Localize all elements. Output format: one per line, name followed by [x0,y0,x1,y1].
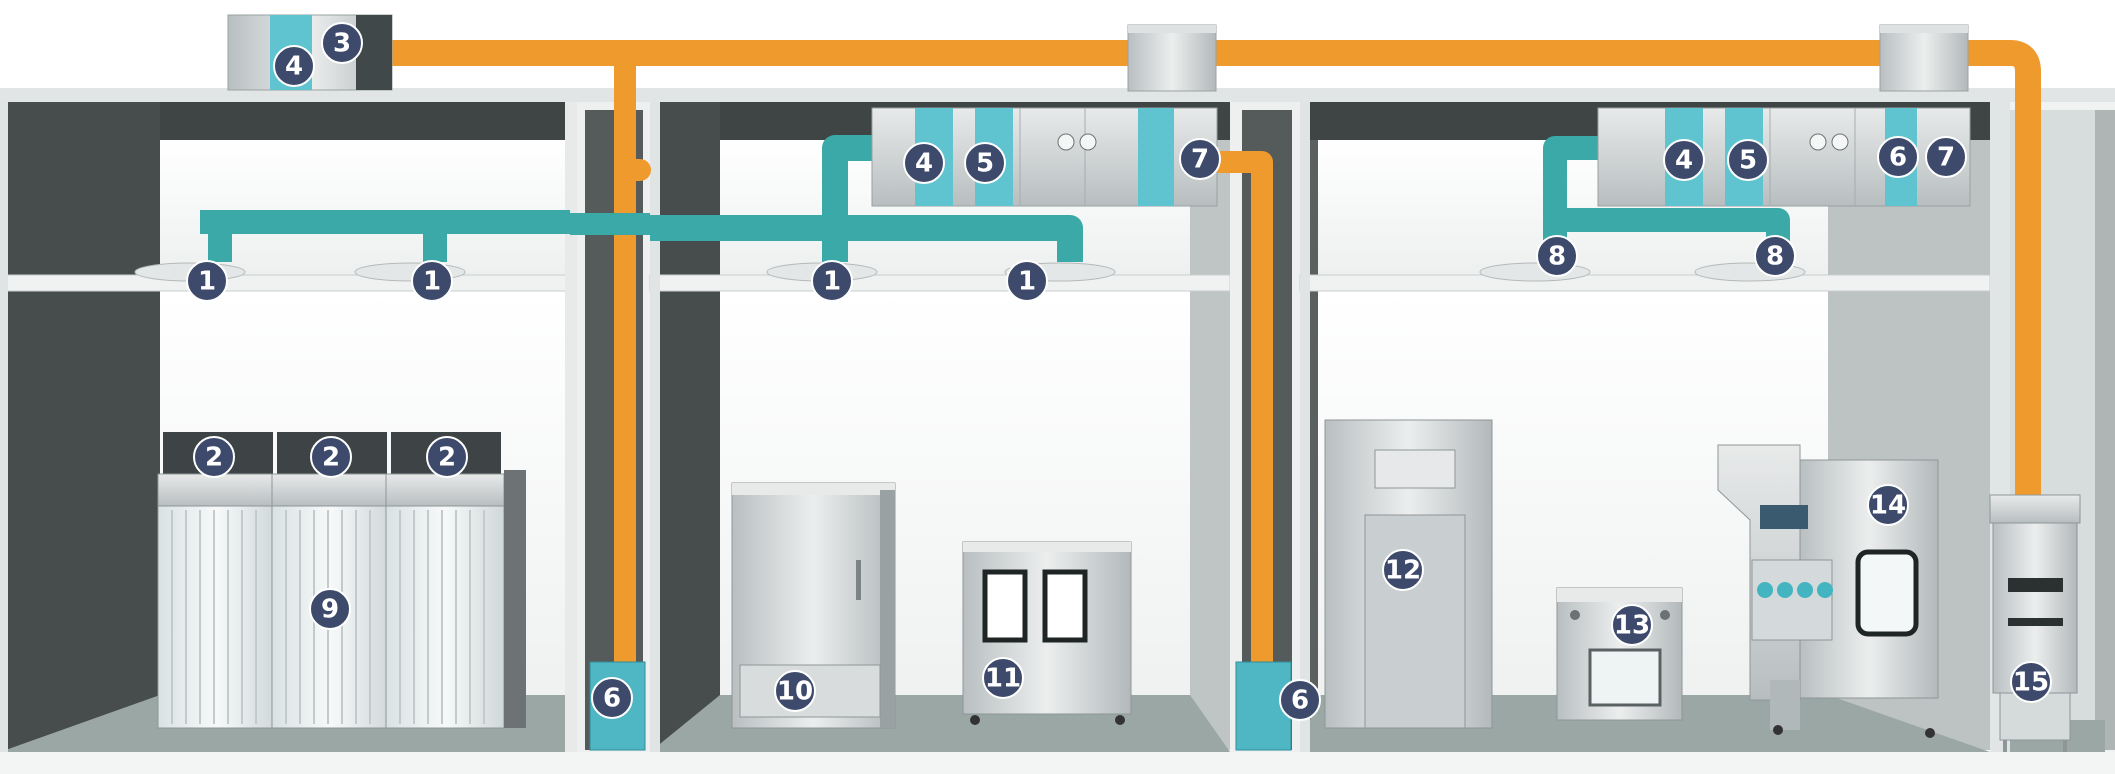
callout-4a-circle [273,45,315,87]
callout-2a-circle [193,436,235,478]
exhaust-duct-network [362,40,2041,701]
callout-13: 13 [1611,604,1653,646]
callout-6c: 6 [1877,136,1919,178]
callout-6b-circle [1279,679,1321,721]
callout-3-label: 3 [333,29,351,59]
callout-10: 10 [774,670,816,712]
callout-7a-label: 7 [1191,145,1209,175]
callout-2c-label: 2 [438,443,456,473]
callout-4c-label: 4 [1675,146,1693,176]
callout-4b: 4 [903,142,945,184]
callout-3: 3 [321,22,363,64]
callout-9-label: 9 [321,595,339,625]
callout-3-circle [321,22,363,64]
callout-5a-circle [964,142,1006,184]
callout-2a: 2 [193,436,235,478]
callout-1d-label: 1 [1018,267,1036,297]
callout-7a-circle [1179,138,1221,180]
callout-2b-label: 2 [322,443,340,473]
sterilizer-cabinet [962,541,1132,725]
callout-6a-circle [591,677,633,719]
dispensing-booth [1717,444,1939,738]
callout-10-label: 10 [777,677,813,707]
callout-9-circle [309,588,351,630]
callout-5b-label: 5 [1739,146,1757,176]
callout-1d: 1 [1006,260,1048,302]
callout-8a: 8 [1536,235,1578,277]
roof-fan-unit-right [1879,24,1969,92]
drying-oven [731,482,896,729]
callout-8b-circle [1754,235,1796,277]
callout-14: 14 [1867,484,1909,526]
callout-5b: 5 [1727,139,1769,181]
supply-duct-network [200,135,1790,262]
callout-1c-label: 1 [823,267,841,297]
callout-2a-label: 2 [205,443,223,473]
callout-6b: 6 [1279,679,1321,721]
callout-4b-label: 4 [915,149,933,179]
callout-12-circle [1382,549,1424,591]
callout-1c-circle [811,260,853,302]
callout-8a-circle [1536,235,1578,277]
callout-12-label: 12 [1385,556,1421,586]
callout-13-circle [1611,604,1653,646]
callout-4a: 4 [273,45,315,87]
callout-1b: 1 [411,260,453,302]
callout-2b: 2 [310,436,352,478]
callout-4c: 4 [1663,139,1705,181]
callout-6a-label: 6 [603,684,621,714]
dust-collector [1989,494,2081,752]
roof-fan-unit-middle [1127,24,1217,92]
laminar-flow-hoods [157,432,526,729]
callout-6c-label: 6 [1889,143,1907,173]
callout-5a-label: 5 [976,149,994,179]
callout-1a: 1 [186,260,228,302]
callout-8b: 8 [1754,235,1796,277]
callout-7b: 7 [1925,136,1967,178]
callout-4a-label: 4 [285,52,303,82]
callout-2c: 2 [426,436,468,478]
callout-7b-circle [1925,136,1967,178]
pass-box [1556,587,1683,721]
callout-10-circle [774,670,816,712]
callout-8a-label: 8 [1548,242,1566,272]
callout-11: 11 [982,657,1024,699]
callout-11-circle [982,657,1024,699]
callout-6b-label: 6 [1291,686,1309,716]
callout-1b-circle [411,260,453,302]
callout-15: 15 [2010,661,2052,703]
callout-2c-circle [426,436,468,478]
callout-5b-circle [1727,139,1769,181]
callout-15-circle [2010,661,2052,703]
callout-8b-label: 8 [1766,242,1784,272]
callout-9: 9 [309,588,351,630]
callout-12: 12 [1382,549,1424,591]
callout-4b-circle [903,142,945,184]
callout-1a-circle [186,260,228,302]
callout-5a: 5 [964,142,1006,184]
callout-2b-circle [310,436,352,478]
callout-4c-circle [1663,139,1705,181]
callout-1d-circle [1006,260,1048,302]
callout-13-label: 13 [1614,611,1650,641]
callout-7a: 7 [1179,138,1221,180]
callout-11-label: 11 [985,664,1021,694]
callout-14-label: 14 [1870,491,1906,521]
callout-1b-label: 1 [423,267,441,297]
callout-6a: 6 [591,677,633,719]
callout-15-label: 15 [2013,668,2049,698]
callout-7b-label: 7 [1937,143,1955,173]
callout-1c: 1 [811,260,853,302]
callout-1a-label: 1 [198,267,216,297]
callout-6c-circle [1877,136,1919,178]
callout-14-circle [1867,484,1909,526]
